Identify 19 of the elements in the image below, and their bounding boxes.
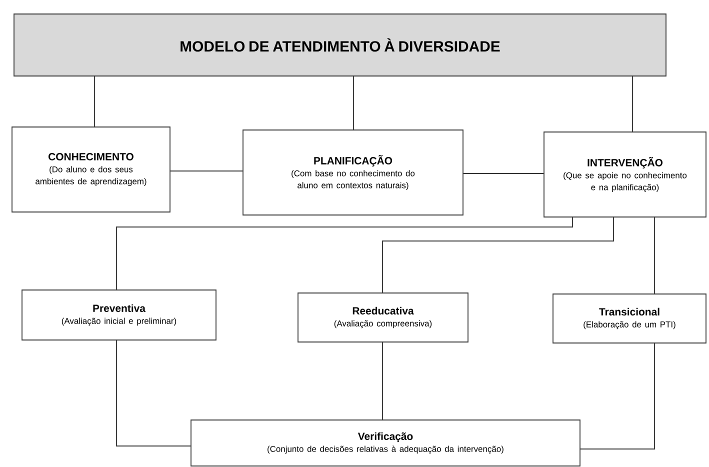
connector-line [462,173,544,174]
process-box: Verificação (Conjunto de decisões relativas à adequação da intervenção) [190,420,580,466]
connector-line [632,76,634,132]
connector-line [353,76,354,130]
connector-line [382,342,384,420]
connector-line [654,216,656,294]
process-box: PLANIFICAÇÃO (Com base no conhecimento do aluno em contextos naturais) [242,130,464,216]
connector-line [116,340,192,446]
connector-line [116,216,574,290]
process-box: CONHECIMENTO (Do aluno e dos seus ambientes de aprendizagem) [12,126,170,212]
connector-line [94,76,96,128]
connector-line [382,216,614,294]
connector-line [580,342,656,450]
title-box: MODELO DE ATENDIMENTO À DIVERSIDADE [14,14,666,76]
process-box: Reeducativa (Avaliação compreensiva) [298,292,468,342]
process-box: Transicional (Elaboração de um PTI) [552,294,706,344]
process-box: Preventiva (Avaliação inicial e preliminar) [22,290,216,340]
process-box: INTERVENÇÃO (Que se apoie no conhecimento e na planificação) [544,132,706,218]
connector-line [170,170,244,172]
